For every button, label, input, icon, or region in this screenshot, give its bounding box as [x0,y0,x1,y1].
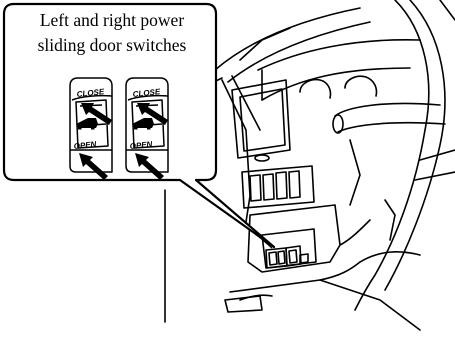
callout-title-line-2: sliding door switches [8,33,216,57]
callout-title-line-1: Left and right power [8,8,216,32]
